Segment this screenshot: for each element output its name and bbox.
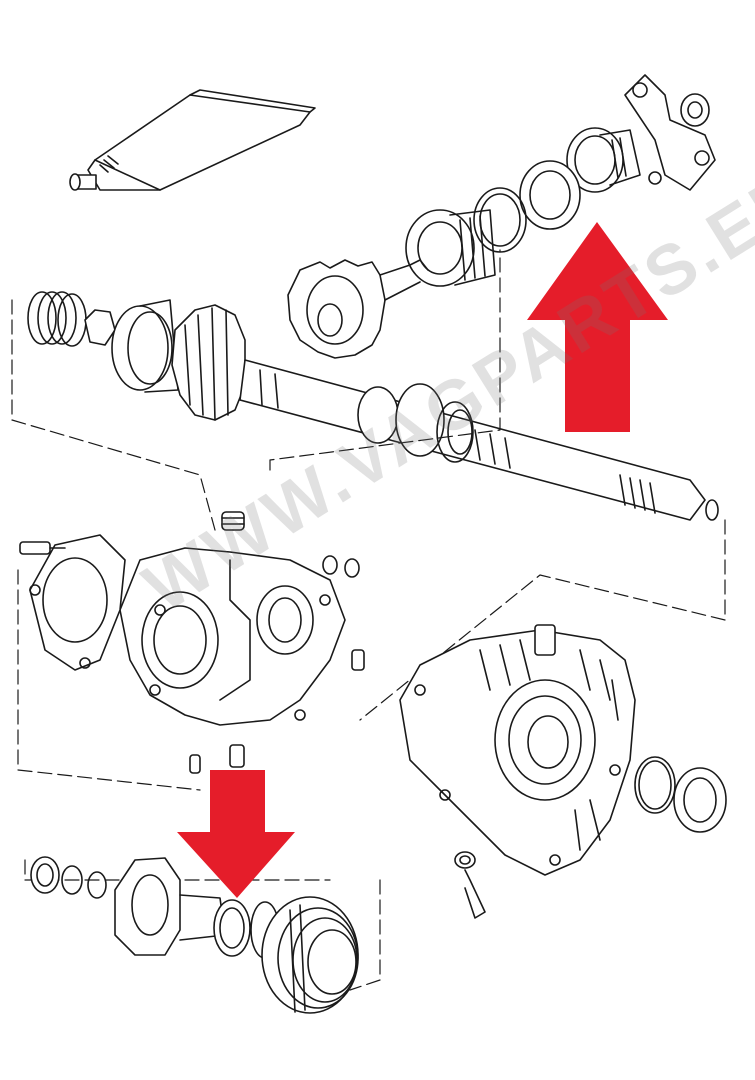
roller-bearing-upper: [405, 209, 496, 287]
bearing-race-lower: [213, 899, 251, 957]
spring-left: [27, 291, 87, 347]
taper-bearing-upper: [566, 127, 641, 193]
bevel-gear-main: [171, 304, 246, 421]
grease-tube: [69, 89, 316, 191]
up-arrow-callout: [527, 222, 668, 432]
leader-lines: [11, 249, 726, 991]
small-bolts: [189, 555, 365, 774]
needle-bearing-right: [673, 767, 727, 833]
transmission-case: [399, 624, 636, 876]
gasket-left: [29, 534, 126, 671]
washer-bolt-bottom: [454, 851, 486, 919]
differential-cage-lower: [261, 896, 359, 1014]
down-arrow-callout: [177, 770, 295, 898]
seal-rings-lower: [30, 856, 107, 899]
output-shaft: [239, 359, 719, 521]
snap-ring-right: [634, 756, 676, 814]
pinion-gear-upper: [287, 259, 429, 359]
pinion-flange: [624, 74, 716, 191]
differential-housing: [119, 511, 346, 726]
bolt-left: [19, 541, 66, 555]
bearing-race-upper: [519, 160, 581, 230]
